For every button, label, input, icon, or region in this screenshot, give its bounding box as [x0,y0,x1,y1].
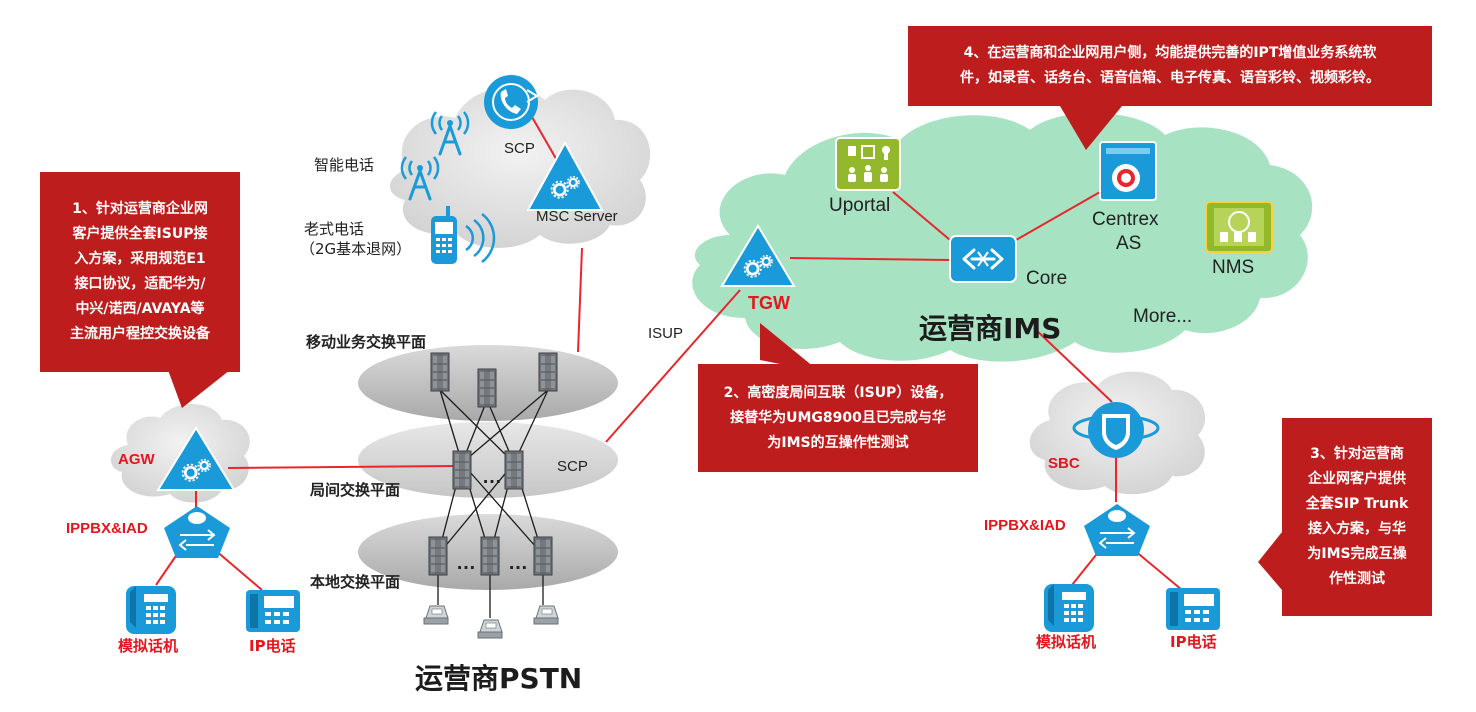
uportal-label: Uportal [829,195,891,216]
small-desk-phone-icon [423,605,449,625]
ellipsis-local-1: … [456,552,476,574]
agw-label: AGW [118,451,155,468]
small-desk-phone-icon [533,605,559,625]
callout-sip-lines: 3、针对运营商 企业网客户提供 全套SIP Trunk 接入方案，与华 为IMS… [1306,442,1409,592]
router-pentagon-icon [164,506,230,558]
callout-line: 主流用户程控交换设备 [70,326,210,342]
msc-server-label: MSC Server [536,208,618,225]
scp-phone-icon [484,75,539,129]
ippbx-right-label: IPPBX&IAD [984,517,1066,534]
analog-phone-left-label: 模拟话机 [118,637,179,655]
small-desk-phone-icon [477,619,503,639]
nms-icon [1205,201,1273,253]
agw-gateway-icon [156,426,236,491]
pstn-title: 运营商PSTN [415,662,583,695]
switch-rack-icon [480,536,500,576]
centrex-as-label: AS [1116,233,1142,254]
switch-rack-icon [504,450,524,490]
callout-line: 1、针对运营商企业网 [72,201,208,217]
callout-line: 接入方案，与华 [1308,521,1406,537]
centrex-label: Centrex [1092,209,1159,230]
callout-line: 接替华为UMG8900且已完成与华 [730,409,946,426]
ippbx-left-label: IPPBX&IAD [66,520,148,537]
switch-rack-icon [538,352,558,392]
switch-rack-icon [533,536,553,576]
callout-line: 入方案，采用规范E1 [74,251,206,267]
callout-line: 4、在运营商和企业网用户侧，均能提供完善的IPT增值业务系统软 [963,45,1377,61]
callout-line: 客户提供全套ISUP接 [72,226,208,242]
ellipsis-local-2: … [508,552,528,574]
inter-office-plane-label: 局间交换平面 [310,481,401,499]
core-router-icon [949,235,1017,283]
red-links [155,109,1183,591]
mobile-phone-icon [431,206,496,264]
ip-phone-right-label: IP电话 [1170,633,1217,651]
old-phone-label: 老式电话 [304,220,365,238]
switch-rack-icon [428,536,448,576]
ip-phone-icon [246,590,300,632]
callout-line: 作性测试 [1329,571,1385,587]
msc-server-gateway-icon [526,140,604,211]
router-pentagon-icon [1084,504,1150,556]
local-plane-label: 本地交换平面 [310,573,401,591]
sbc-shield-globe-icon [1072,402,1160,458]
callout-line: 2、高密度局间互联（ISUP）设备， [723,384,953,401]
desk-phone-icon [126,586,176,634]
callout-line: 中兴/诺西/AVAYA等 [75,301,205,317]
callout-line: 件，如录音、话务台、语音信箱、电子传真、语音彩铃、视频彩铃。 [960,70,1380,86]
nms-label: NMS [1212,257,1255,278]
callout-tgw-lines: 2、高密度局间互联（ISUP）设备， 接替华为UMG8900且已完成与华 为IM… [724,381,953,456]
inter-office-plane [358,422,618,498]
ip-phone-left-label: IP电话 [249,637,296,655]
ellipsis-inter: … [482,466,502,488]
switch-rack-icon [430,352,450,392]
callout-line: 企业网客户提供 [1308,471,1406,487]
scp-mid-label: SCP [557,458,588,475]
centrex-as-icon [1099,141,1157,201]
sbc-label: SBC [1048,455,1080,472]
desk-phone-icon [1044,584,1094,632]
callout-tgw: 2、高密度局间互联（ISUP）设备， 接替华为UMG8900且已完成与华 为IM… [698,364,978,472]
more-label: More... [1133,306,1193,327]
ip-phone-icon [1166,588,1220,630]
isup-label: ISUP [648,325,684,342]
ims-title: 运营商IMS [919,312,1062,345]
callout-pointers [168,106,1282,590]
callout-line: 3、针对运营商 [1310,446,1404,462]
tgw-gateway-icon [720,224,796,287]
tgw-label: TGW [748,293,790,313]
callout-isup-access: 1、针对运营商企业网 客户提供全套ISUP接 入方案，采用规范E1 接口协议，适… [40,172,240,372]
callout-line: 接口协议，适配华为/ [74,276,206,292]
callout-line: 为IMS完成互操 [1307,546,1407,562]
switch-rack-icon [477,368,497,408]
scp-top-label: SCP [504,140,535,157]
smart-phone-label: 智能电话 [314,156,375,174]
callout-ipt-value-added: 4、在运营商和企业网用户侧，均能提供完善的IPT增值业务系统软 件，如录音、话务… [908,26,1432,106]
callout-isup-lines: 1、针对运营商企业网 客户提供全套ISUP接 入方案，采用规范E1 接口协议，适… [70,197,210,347]
callout-ipt-lines: 4、在运营商和企业网用户侧，均能提供完善的IPT增值业务系统软 件，如录音、话务… [960,41,1380,91]
core-label: Core [1026,268,1068,289]
callout-sip-trunk: 3、针对运营商 企业网客户提供 全套SIP Trunk 接入方案，与华 为IMS… [1282,418,1432,616]
callout-line: 为IMS的互操作性测试 [767,434,909,451]
mobile-plane-label: 移动业务交换平面 [306,333,427,351]
callout-line: 全套SIP Trunk [1305,496,1409,512]
old-phone-sub-label: （2G基本退网） [300,240,412,258]
analog-phone-right-label: 模拟话机 [1036,633,1097,651]
switch-rack-icon [452,450,472,490]
uportal-icon [835,137,901,191]
